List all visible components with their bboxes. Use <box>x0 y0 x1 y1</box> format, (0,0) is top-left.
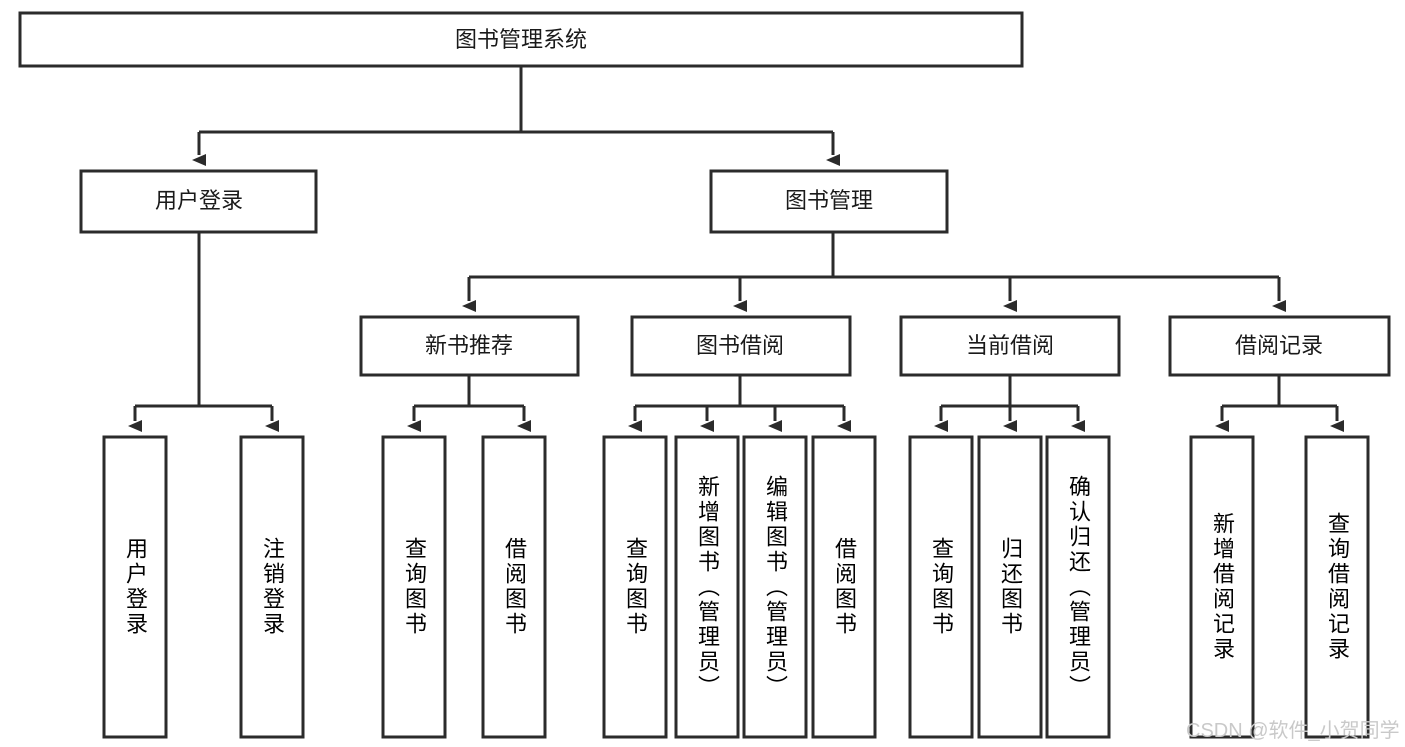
connector-bookmgmt-to-level3 <box>462 232 1286 312</box>
label-book-borrow: 图书借阅 <box>696 333 784 358</box>
leaf-book-borrow-0[interactable] <box>602 435 668 739</box>
leaf-new-book-1[interactable] <box>481 435 547 739</box>
node-user-login[interactable] <box>79 169 318 234</box>
leaf-current-borrow-2[interactable] <box>1045 435 1111 739</box>
connector-root-to-level2 <box>192 66 840 166</box>
leaf-book-borrow-1[interactable] <box>674 435 740 739</box>
leaf-user-login-1[interactable] <box>239 435 305 739</box>
connector-borrow-to-leaves <box>628 375 851 432</box>
label-user-login: 用户登录 <box>155 188 243 213</box>
connector-userlogin-to-leaves <box>128 232 279 432</box>
connector-current-to-leaves <box>934 375 1085 432</box>
node-new-book-recommend[interactable] <box>359 315 580 377</box>
leaf-current-borrow-0[interactable] <box>908 435 974 739</box>
connector-record-to-leaves <box>1215 375 1344 432</box>
node-book-borrow[interactable] <box>630 315 852 377</box>
leaf-new-book-0[interactable] <box>381 435 447 739</box>
leaf-book-borrow-2[interactable] <box>742 435 808 739</box>
leaf-book-borrow-3[interactable] <box>811 435 877 739</box>
node-root[interactable] <box>18 11 1024 68</box>
connector-newbook-to-leaves <box>407 375 531 432</box>
watermark: CSDN @软件_小贺同学 <box>1186 720 1400 742</box>
label-borrow-record: 借阅记录 <box>1235 333 1323 358</box>
leaf-current-borrow-1[interactable] <box>977 435 1043 739</box>
leaf-user-login-0[interactable] <box>102 435 168 739</box>
label-new-book-recommend: 新书推荐 <box>425 333 513 358</box>
leaf-borrow-record-1[interactable] <box>1304 435 1370 739</box>
node-current-borrow[interactable] <box>899 315 1121 377</box>
label-book-management: 图书管理 <box>785 188 873 213</box>
label-root: 图书管理系统 <box>455 27 587 52</box>
label-current-borrow: 当前借阅 <box>966 333 1054 358</box>
node-borrow-record[interactable] <box>1168 315 1391 377</box>
node-book-management[interactable] <box>709 169 949 234</box>
leaf-borrow-record-0[interactable] <box>1189 435 1255 739</box>
